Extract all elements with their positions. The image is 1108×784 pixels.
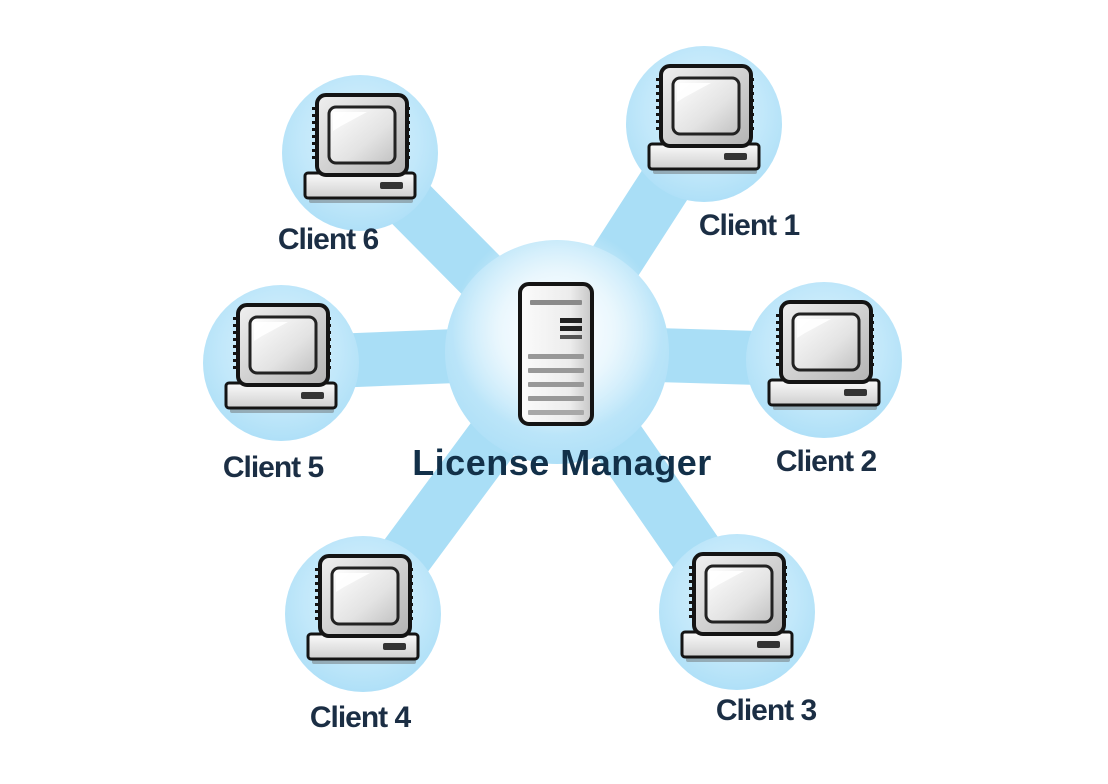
license-manager-label: License Manager [412, 442, 712, 483]
desktop-computer-icon [298, 552, 428, 670]
client-1-label: Client 1 [698, 209, 800, 242]
desktop-computer-icon [759, 298, 889, 416]
desktop-computer-icon [295, 91, 425, 209]
client-6-label: Client 6 [277, 223, 379, 256]
client-5-label: Client 5 [222, 451, 324, 484]
server-tower-icon [515, 280, 597, 430]
client-2-label: Client 2 [775, 445, 877, 478]
client-3-label: Client 3 [715, 694, 817, 727]
desktop-computer-icon [672, 550, 802, 668]
client-4-label: Client 4 [309, 701, 411, 734]
desktop-computer-icon [639, 62, 769, 180]
desktop-computer-icon [216, 301, 346, 419]
